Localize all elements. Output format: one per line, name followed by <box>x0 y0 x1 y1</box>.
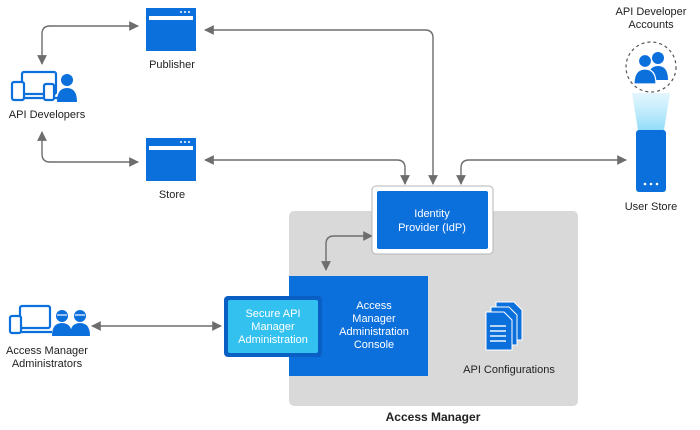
console-label-line3: Administration <box>339 326 409 338</box>
idp-label-line1: Identity <box>414 208 450 220</box>
connector-developers-publisher <box>37 21 139 65</box>
connector-store-idp <box>204 155 410 185</box>
connector-idp-userstore <box>456 155 627 185</box>
console-label-line2: Manager <box>352 313 396 325</box>
user-store-label: User Store <box>625 201 678 213</box>
user-store-server-icon <box>636 130 666 192</box>
api-developers-icon <box>10 70 77 102</box>
connector-developers-store <box>37 131 139 167</box>
developer-accounts-label-line1: API Developer <box>616 6 687 18</box>
developer-accounts-label-line2: Accounts <box>628 19 674 31</box>
secure-admin-box <box>228 300 318 353</box>
projection-beam <box>632 93 670 130</box>
store-window-icon <box>146 138 196 181</box>
store-label: Store <box>159 189 185 201</box>
connectors <box>37 21 627 331</box>
api-developers-label: API Developers <box>9 109 86 121</box>
publisher-label: Publisher <box>149 59 195 71</box>
secure-admin-label-line2: Manager <box>251 321 295 333</box>
console-label-line1: Access <box>356 300 392 312</box>
publisher-window-icon <box>146 8 196 51</box>
connector-idp-console <box>321 231 373 271</box>
connector-publisher-idp <box>204 25 438 185</box>
administrators-icon <box>8 304 90 336</box>
access-manager-label: Access Manager <box>386 410 481 424</box>
idp-label-line2: Provider (IdP) <box>398 222 466 234</box>
administrators-label-line2: Administrators <box>12 358 83 370</box>
secure-admin-label-line3: Administration <box>238 334 308 346</box>
idp-box <box>377 191 488 249</box>
console-label-line4: Console <box>354 339 394 351</box>
administrators-label-line1: Access Manager <box>6 345 88 357</box>
developer-accounts-icon <box>625 41 677 93</box>
api-configurations-icon <box>485 301 523 351</box>
api-configurations-label: API Configurations <box>463 364 555 376</box>
secure-admin-label-line1: Secure API <box>245 308 300 320</box>
